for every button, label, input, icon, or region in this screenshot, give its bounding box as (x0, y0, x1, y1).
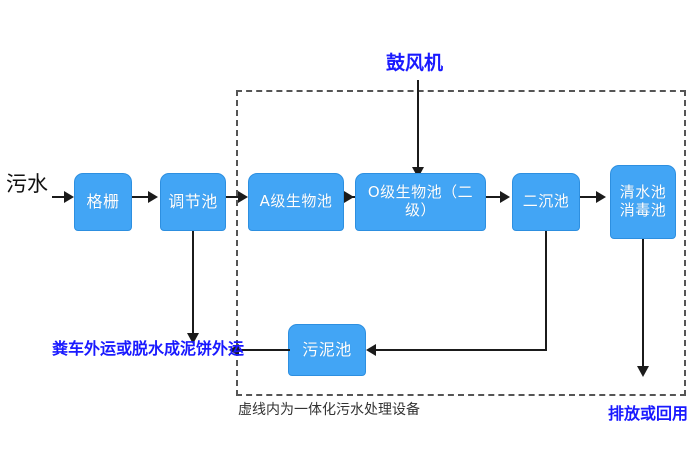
connector-settling-to-sludge-arrowhead (366, 344, 376, 356)
node-secondary-settling-tank[interactable]: 二沉池 (512, 173, 580, 231)
integrated-equipment-boundary (236, 90, 686, 396)
node-clearwater-disinfection-tank-label: 清水池 消毒池 (619, 183, 667, 219)
blower-feed-line (417, 80, 419, 170)
node-o-stage-bio-tank-label: O级生物池（二级） (367, 183, 474, 219)
connector-sludge-to-disposal-arrowhead (229, 344, 239, 356)
node-sludge-tank[interactable]: 污泥池 (288, 324, 366, 376)
node-a-stage-bio-tank[interactable]: A级生物池 (248, 173, 344, 231)
connector-grille-to-regulating-arrowhead (148, 191, 158, 203)
connector-regulating-to-disposal (192, 231, 194, 336)
connector-regulating-to-astage-arrowhead (238, 191, 248, 203)
connector-regulating-to-astage (226, 196, 242, 198)
connector-settling-to-sludge-horizontal (375, 349, 547, 351)
node-regulating-tank-label: 调节池 (168, 191, 218, 211)
blower-feed-arrowhead (412, 167, 424, 178)
node-secondary-settling-tank-label: 二沉池 (522, 192, 570, 211)
connector-clearwater-to-outlet (642, 239, 644, 369)
influent-arrowhead (64, 191, 74, 203)
influent-label: 污水 (6, 172, 48, 196)
connector-ostage-to-settling-arrowhead (500, 191, 510, 203)
connector-settling-to-clearwater-arrowhead (596, 191, 606, 203)
connector-regulating-to-disposal-arrowhead (187, 333, 199, 344)
influent-line (52, 196, 66, 198)
node-grille-label: 格栅 (86, 191, 120, 211)
node-a-stage-bio-tank-label: A级生物池 (259, 192, 333, 211)
connector-settling-to-sludge-vertical (545, 231, 547, 351)
blower-label: 鼓风机 (386, 52, 444, 74)
connector-settling-to-clearwater (580, 196, 602, 198)
sludge-disposal-label: 粪车外运或脱水成泥饼外运 (52, 339, 245, 358)
effluent-label: 排放或回用 (608, 404, 689, 423)
node-regulating-tank[interactable]: 调节池 (160, 173, 226, 231)
connector-astage-to-ostage-arrowhead (344, 191, 354, 203)
node-sludge-tank-label: 污泥池 (302, 339, 352, 359)
connector-sludge-to-disposal (238, 349, 290, 351)
node-clearwater-disinfection-tank[interactable]: 清水池 消毒池 (610, 165, 676, 239)
connector-ostage-to-settling (486, 196, 504, 198)
connector-clearwater-to-outlet-arrowhead (637, 366, 649, 377)
equipment-boundary-caption: 虚线内为一体化污水处理设备 (238, 402, 420, 418)
node-grille[interactable]: 格栅 (74, 173, 132, 231)
node-o-stage-bio-tank[interactable]: O级生物池（二级） (355, 173, 486, 231)
connector-grille-to-regulating (132, 196, 150, 198)
